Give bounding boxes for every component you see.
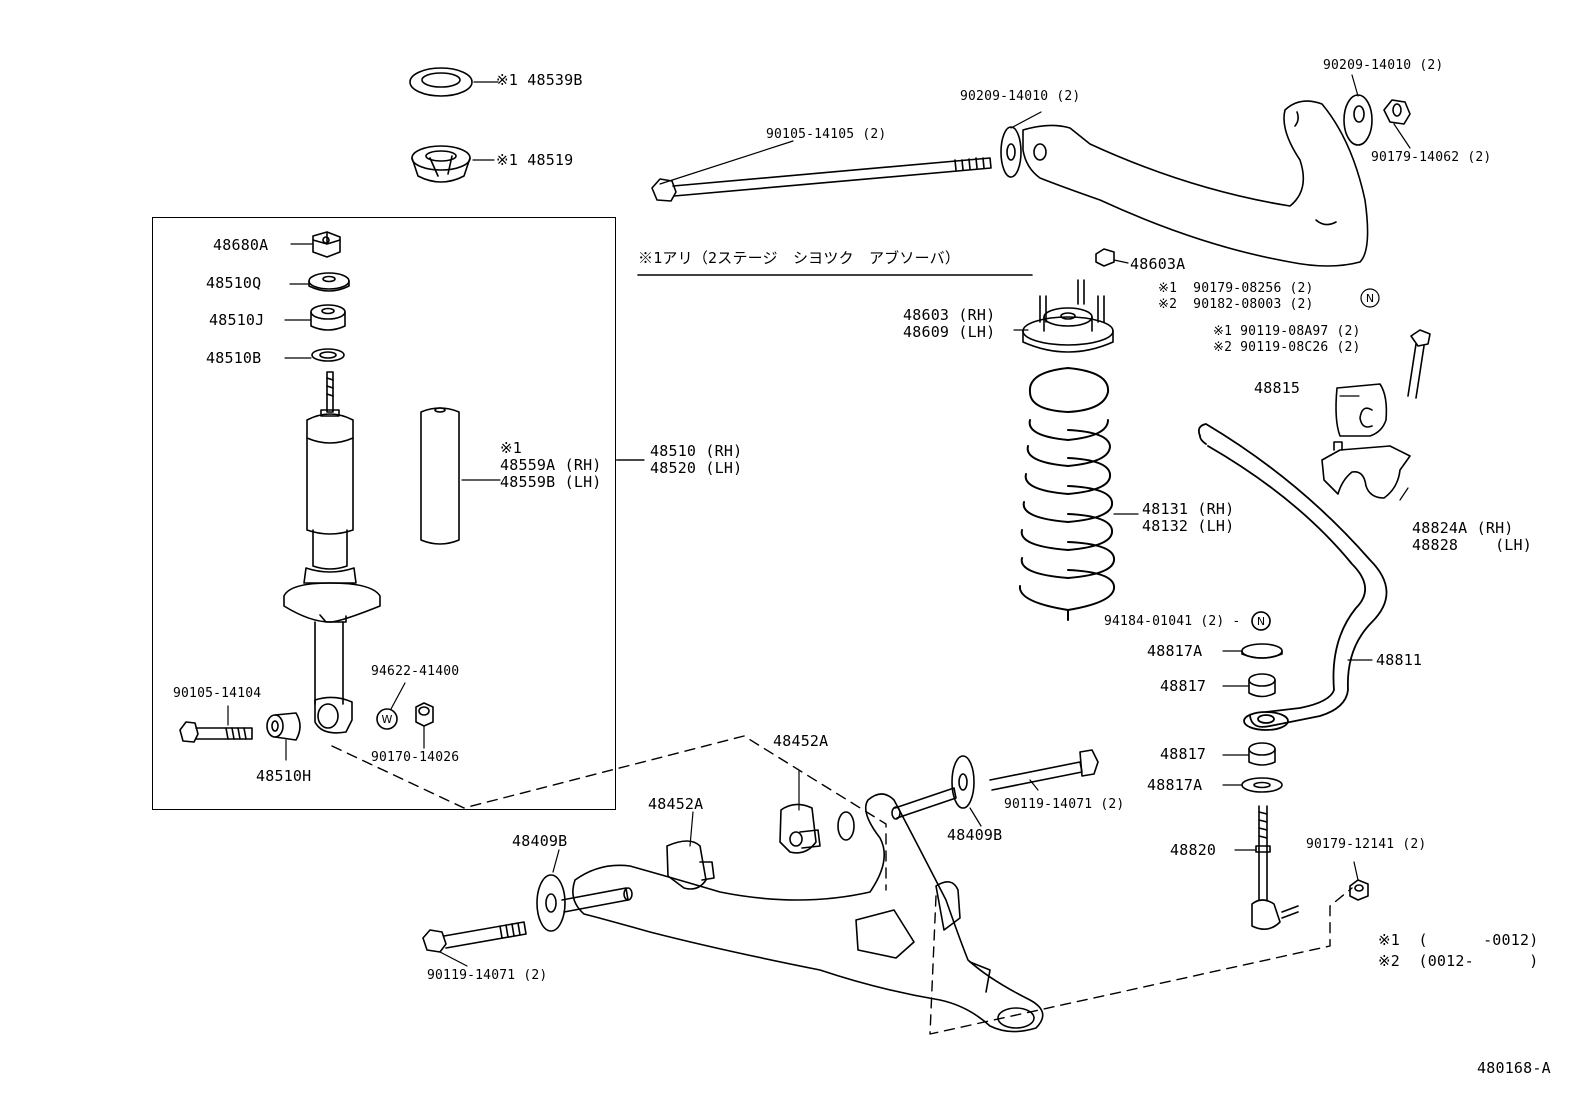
circle-n-symbol-2: N bbox=[1257, 615, 1265, 628]
label-48559: ※1 48559A (RH) 48559B (LH) bbox=[500, 439, 602, 491]
part-94622-washer bbox=[376, 708, 398, 730]
lower-control-arm bbox=[572, 793, 1044, 1033]
label-48510B: 48510B bbox=[206, 349, 262, 367]
part-48603-spring-seat bbox=[1022, 279, 1114, 353]
label-90179-14062: 90179-14062 (2) bbox=[1371, 150, 1492, 165]
leader-lines bbox=[227, 74, 1411, 967]
label-48817A-upper: 48817A bbox=[1147, 642, 1203, 660]
part-90209-14010-washer-left bbox=[1000, 126, 1022, 178]
label-90209-14010-left: 90209-14010 (2) bbox=[960, 89, 1081, 104]
label-48817A-lower: 48817A bbox=[1147, 776, 1203, 794]
label-90105-14104: 90105-14104 bbox=[173, 686, 262, 701]
label-48510Q: 48510Q bbox=[206, 274, 262, 292]
part-48131-coil-spring bbox=[1018, 367, 1116, 621]
label-48539B: ※1 48539B bbox=[496, 71, 583, 89]
label-48817-lower: 48817 bbox=[1160, 745, 1207, 763]
part-48409B-cam-bolt-left bbox=[536, 874, 633, 932]
shock-absorber-assembly-frame bbox=[152, 217, 616, 810]
label-90119-08A97: ※1 90119-08A97 (2) ※2 90119-08C26 (2) bbox=[1213, 324, 1361, 355]
part-48510B-washer bbox=[311, 348, 345, 362]
part-90105-14104-bolt bbox=[179, 721, 253, 743]
part-48452A-cam-left bbox=[666, 840, 715, 890]
circle-n-symbol-1: N bbox=[1366, 292, 1374, 305]
part-90119-08A97-bolt bbox=[1407, 329, 1431, 399]
legend-line-2: ※2 (0012- ) bbox=[1378, 952, 1539, 970]
part-90170-14026-nut bbox=[415, 702, 434, 727]
part-48539B-bushing bbox=[409, 67, 473, 97]
label-90119-14071-right: 90119-14071 (2) bbox=[1004, 797, 1125, 812]
part-90179-14062-nut bbox=[1383, 99, 1411, 125]
circle-w-symbol: W bbox=[382, 713, 393, 726]
label-48680A: 48680A bbox=[213, 236, 269, 254]
label-90179-08256: ※1 90179-08256 (2) ※2 90182-08003 (2) bbox=[1158, 281, 1314, 312]
label-48603A: 48603A bbox=[1130, 255, 1186, 273]
part-48680A-nut bbox=[312, 231, 341, 258]
label-90179-12141: 90179-12141 (2) bbox=[1306, 837, 1427, 852]
label-48815: 48815 bbox=[1254, 379, 1301, 397]
label-48824: 48824A (RH) 48828 (LH) bbox=[1412, 519, 1532, 554]
label-48452A-left: 48452A bbox=[648, 795, 704, 813]
shock-absorber bbox=[283, 371, 381, 734]
label-90105-14105: 90105-14105 (2) bbox=[766, 127, 887, 142]
part-90105-14105-bolt bbox=[651, 157, 992, 202]
label-48510: 48510 (RH) 48520 (LH) bbox=[650, 442, 743, 477]
part-48559-dust-boot bbox=[420, 407, 460, 545]
part-48603A-nut bbox=[1095, 248, 1115, 267]
part-48817-cushion-lower bbox=[1248, 742, 1276, 766]
part-48510J-bushing bbox=[310, 304, 346, 331]
part-48510Q-washer bbox=[308, 272, 350, 292]
label-94622-41400: 94622-41400 bbox=[371, 664, 460, 679]
label-48409B-left: 48409B bbox=[512, 832, 568, 850]
assembly-dashed-lines bbox=[331, 735, 1353, 1035]
upper-control-arm bbox=[1022, 100, 1369, 267]
part-48452A-cam-right bbox=[779, 803, 821, 854]
label-48131: 48131 (RH) 48132 (LH) bbox=[1142, 500, 1235, 535]
label-90119-14071-left: 90119-14071 (2) bbox=[427, 968, 548, 983]
diagram-id: 480168-A bbox=[1477, 1059, 1551, 1077]
part-48824A-bracket bbox=[1321, 441, 1411, 499]
part-48510H-bushing bbox=[266, 712, 301, 741]
label-48811: 48811 bbox=[1376, 651, 1423, 669]
label-48409B-right: 48409B bbox=[947, 826, 1003, 844]
part-90119-14071-bolt-left bbox=[422, 921, 527, 953]
label-48519: ※1 48519 bbox=[496, 151, 574, 169]
label-48820: 48820 bbox=[1170, 841, 1217, 859]
label-48452A-right: 48452A bbox=[773, 732, 829, 750]
note-2-stage-shock-absorber: ※1アリ（2ステージ シヨツク アブソーバ） bbox=[638, 249, 961, 267]
label-48603: 48603 (RH) 48609 (LH) bbox=[903, 306, 996, 341]
legend-line-1: ※1 ( -0012) bbox=[1378, 931, 1539, 949]
label-48817-upper: 48817 bbox=[1160, 677, 1207, 695]
label-90170-14026: 90170-14026 bbox=[371, 750, 460, 765]
part-48409B-cam-bolt-right bbox=[891, 749, 1099, 820]
part-48811-stabilizer-bar bbox=[1197, 423, 1388, 731]
label-90209-14010-right: 90209-14010 (2) bbox=[1323, 58, 1444, 73]
part-48519-cup bbox=[411, 145, 471, 183]
part-48815-bushing bbox=[1335, 383, 1388, 437]
label-48510H: 48510H bbox=[256, 767, 312, 785]
label-94184-01041: 94184-01041 (2) - bbox=[1104, 614, 1241, 629]
part-48820-link bbox=[1251, 805, 1299, 930]
label-48510J: 48510J bbox=[209, 311, 265, 329]
part-48817-cushion-upper bbox=[1248, 673, 1276, 698]
